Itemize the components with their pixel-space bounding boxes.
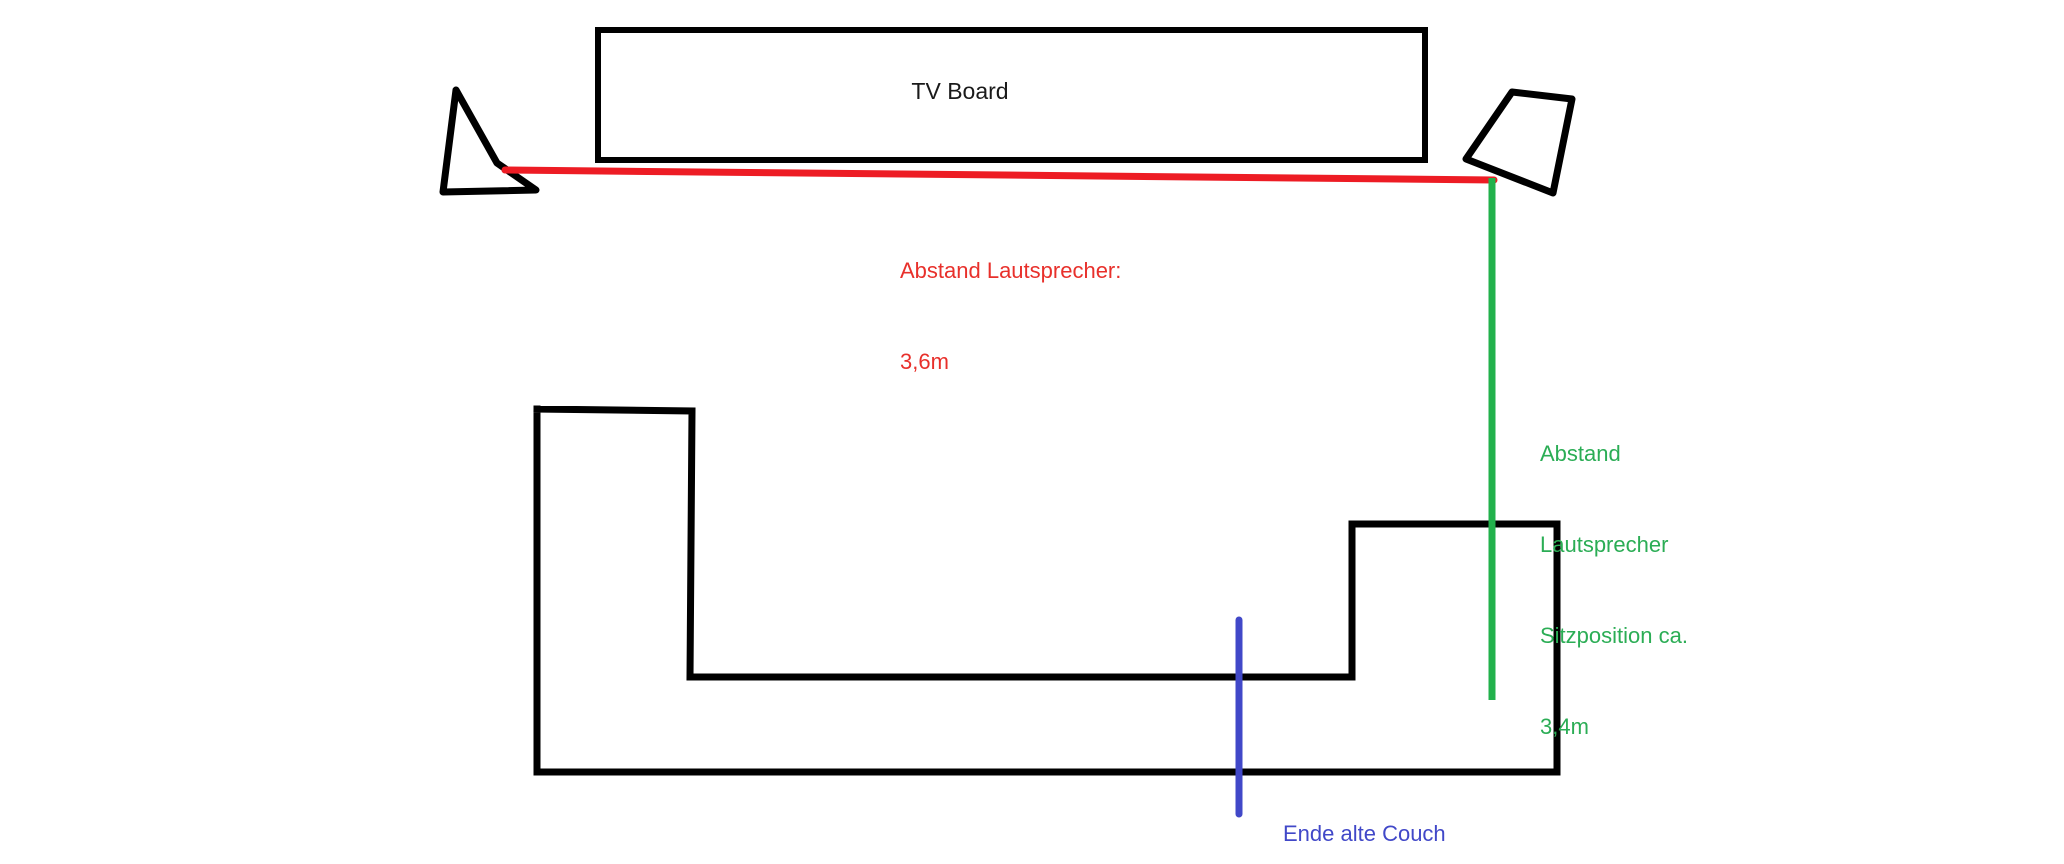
speaker-left-shape	[439, 86, 540, 196]
tv-board-shape	[595, 27, 1428, 163]
speaker-distance-line	[501, 166, 1498, 184]
couch-shape	[533, 405, 1561, 776]
listening-distance-label-line-1: Abstand	[1540, 440, 1621, 466]
speaker-distance-value: 3,6m	[900, 348, 949, 374]
listening-distance-label-line-3: Sitzposition ca.	[1540, 622, 1688, 648]
listening-distance-label: Abstand Lautsprecher Sitzposition ca. 3,…	[1540, 378, 1688, 803]
speaker-distance-label-line-1: Abstand Lautsprecher:	[900, 257, 1122, 283]
tv-board-label: TV Board	[911, 78, 1009, 104]
old-couch-end-label: Ende alte Couch	[1283, 821, 1446, 846]
speaker-right-shape	[1462, 88, 1576, 197]
listening-distance-value: 3,4m	[1540, 713, 1589, 739]
speaker-distance-label: Abstand Lautsprecher: 3,6m	[900, 195, 1121, 438]
listening-distance-label-line-2: Lautsprecher	[1540, 531, 1669, 557]
